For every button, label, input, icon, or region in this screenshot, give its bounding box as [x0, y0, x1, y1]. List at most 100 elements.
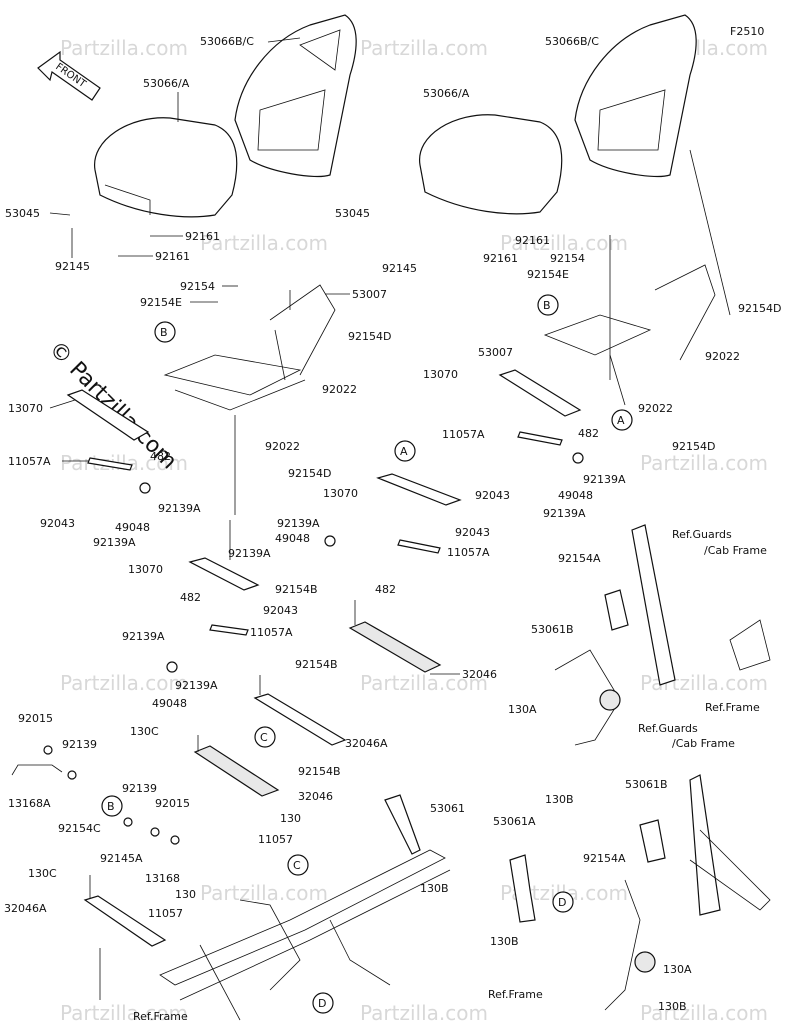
label-482-left: 482: [150, 450, 171, 463]
right-seat-frame: [543, 264, 716, 406]
label-ref-cab-lower: /Cab Frame: [672, 737, 735, 750]
label-92161-left-b: 92161: [155, 250, 190, 263]
part-92145a: [123, 817, 133, 827]
part-53061a: [509, 854, 536, 923]
callout-b-lower: [101, 795, 123, 817]
callout-a-right: [611, 409, 633, 431]
label-13070-right: 13070: [423, 368, 458, 381]
part-13070-mid: [376, 473, 462, 506]
label-49048-left: 49048: [115, 521, 150, 534]
label-11057a-right: 11057A: [442, 428, 485, 441]
label-ref-guards-lower: Ref.Guards: [638, 722, 698, 735]
part-32046a-lower: [83, 895, 167, 947]
left-seat-backrest: [234, 14, 357, 178]
label-92154b-mid: 92154B: [275, 583, 318, 596]
label-92145a: 92145A: [100, 852, 143, 865]
part-53061-left: [384, 794, 421, 855]
watermark: Partzilla.com: [640, 451, 768, 475]
watermark: Partzilla.com: [60, 451, 188, 475]
label-130c-lower: 130C: [28, 867, 57, 880]
part-retractor-upper: [604, 589, 629, 631]
callout-c-lower-text: C: [293, 859, 301, 872]
label-92145-left: 92145: [55, 260, 90, 273]
right-seat-cushion: [419, 114, 563, 215]
label-ref-cab-upper: /Cab Frame: [704, 544, 767, 557]
label-32046a-lower: 32046A: [4, 902, 47, 915]
part-13070-center: [188, 557, 260, 591]
label-53007-left: 53007: [352, 288, 387, 301]
label-92043-right: 92043: [475, 489, 510, 502]
label-92022-right-b: 92022: [638, 402, 673, 415]
watermark: Partzilla.com: [200, 231, 328, 255]
callout-b-left-text: B: [160, 326, 168, 339]
label-53061a: 53061A: [493, 815, 536, 828]
label-130b-buckle: 130B: [490, 935, 519, 948]
label-92161-right-a: 92161: [515, 234, 550, 247]
callout-c-lower: [287, 854, 309, 876]
part-92015-left: [43, 745, 53, 755]
part-bracket-upper: [729, 619, 771, 671]
right-seat-backrest: [574, 14, 697, 178]
part-11057a-mid: [397, 539, 441, 554]
label-92154e-right: 92154E: [527, 268, 569, 281]
part-13168a: [11, 764, 63, 776]
label-482-mid: 482: [375, 583, 396, 596]
label-92139a-center-a: 92139A: [122, 630, 165, 643]
part-49048-right: [572, 452, 584, 464]
vehicle-frame: [159, 849, 451, 1021]
label-92139-left: 92139: [62, 738, 97, 751]
label-13070-center: 13070: [128, 563, 163, 576]
left-rail-13070: [66, 389, 150, 441]
label-49048-center: 49048: [152, 697, 187, 710]
left-seat-frame: [163, 284, 336, 411]
label-92015-lower: 92015: [155, 797, 190, 810]
part-frame-lower: [689, 829, 771, 911]
callout-b-right-text: B: [543, 299, 551, 312]
label-53007-right: 53007: [478, 346, 513, 359]
callout-c-upper-text: C: [260, 731, 268, 744]
label-53045-left: 53045: [5, 207, 40, 220]
label-482-center: 482: [180, 591, 201, 604]
label-13070-mid: 13070: [323, 487, 358, 500]
label-ref-frame-right-lower: Ref.Frame: [488, 988, 543, 1001]
watermark-layer: Partzilla.com Partzilla.com Partzilla.co…: [60, 36, 768, 1025]
label-92154a-right-lower: 92154A: [583, 852, 626, 865]
part-belt-lower: [604, 879, 641, 1011]
watermark: Partzilla.com: [60, 36, 188, 60]
callout-b-lower-text: B: [107, 800, 115, 813]
label-32046-left: 32046: [298, 790, 333, 803]
label-13168: 13168: [145, 872, 180, 885]
watermark: Partzilla.com: [60, 1001, 188, 1025]
part-retractor-lower: [639, 819, 666, 863]
label-92139a-mid-b: 92139A: [228, 547, 271, 560]
label-92154-left: 92154: [180, 280, 215, 293]
label-130-lower: 130: [175, 888, 196, 901]
part-13168: [150, 827, 160, 837]
callout-d-right-text: D: [558, 896, 566, 909]
left-seat-cushion: [94, 117, 238, 218]
label-92154e-left: 92154E: [140, 296, 182, 309]
label-92139a-mid-a: 92139A: [277, 517, 320, 530]
part-11057a-right: [517, 431, 563, 446]
label-32046-mid: 32046: [462, 668, 497, 681]
label-92145-right: 92145: [382, 262, 417, 275]
label-92154c: 92154C: [58, 822, 101, 835]
label-53061-left: 53061: [430, 802, 465, 815]
label-13070-left: 13070: [8, 402, 43, 415]
label-11057a-mid: 11057A: [447, 546, 490, 559]
label-92022-right-a: 92022: [705, 350, 740, 363]
part-32046-left: [193, 745, 280, 797]
label-92139a-left-b: 92139A: [93, 536, 136, 549]
label-130b-lower: 130B: [658, 1000, 687, 1013]
label-130b-left: 130B: [420, 882, 449, 895]
watermark: Partzilla.com: [360, 36, 488, 60]
part-32046a-left: [253, 693, 347, 746]
label-92154b-left-b: 92154B: [298, 765, 341, 778]
label-11057a-left: 11057A: [8, 455, 51, 468]
part-buckle-lower: [634, 951, 656, 973]
watermark: Partzilla.com: [200, 881, 328, 905]
label-49048-right: 49048: [558, 489, 593, 502]
part-32046-mid: [348, 621, 442, 673]
label-92161-left-a: 92161: [185, 230, 220, 243]
